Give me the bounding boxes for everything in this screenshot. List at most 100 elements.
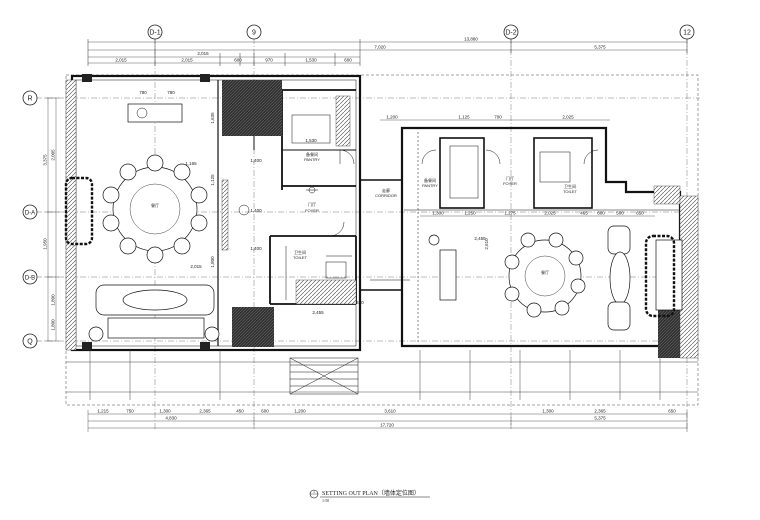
room-label-corridor: CORRIDOR [375, 193, 397, 198]
dim-inner-row-2: 780 [167, 90, 175, 95]
left-wall-hatch [65, 79, 77, 351]
svg-text:1,250: 1,250 [464, 211, 476, 216]
top-dimension-ticks [87, 39, 688, 66]
dim-bottom-section-1: 4,830 [165, 416, 177, 421]
corridor-link [360, 179, 410, 291]
room-label-foyer-1-cn: 门厅 [308, 201, 316, 207]
dim-middle-1: 2,015 [190, 264, 202, 269]
dark-shaft-bottom [232, 307, 274, 347]
svg-text:600: 600 [261, 409, 269, 414]
room-label-pantry-1-cn: 备餐间 [306, 151, 318, 157]
dim-top-subtotal: 2,015 [197, 51, 209, 56]
dim-left-1: 3,375 [43, 154, 48, 166]
svg-text:1,275: 1,275 [504, 211, 516, 216]
svg-text:1,200: 1,200 [294, 409, 306, 414]
right-block-walls [400, 126, 682, 348]
columns [82, 74, 210, 350]
curtain-highlight-left [64, 176, 94, 246]
curtain-highlight-right [644, 234, 676, 318]
dim-top-detail-6: 600 [344, 58, 352, 63]
svg-text:465: 465 [580, 211, 588, 216]
dining-table-2 [504, 232, 586, 318]
grid-bubble-r: R [22, 90, 38, 106]
svg-text:750: 750 [126, 409, 134, 414]
dim-top-section-2: 5,375 [594, 45, 606, 50]
dim-inner-top-3: 700 [494, 115, 502, 120]
svg-text:D-B: D-B [25, 276, 35, 282]
svg-text:650: 650 [636, 211, 644, 216]
caption-scale: 1:50 [322, 498, 329, 503]
room-label-dining-1: 餐厅 [151, 202, 159, 208]
dim-inner-row-3: 1,530 [305, 138, 317, 143]
top-dimension-lines [88, 41, 687, 121]
dim-left-2: 2,005 [51, 149, 56, 161]
left-dimension-lines [45, 97, 59, 342]
caption-title: SETTING OUT PLAN（墙体定位图） [322, 489, 420, 497]
room-label-pantry-1: PANTRY [304, 157, 320, 162]
drawing-caption: 1 SETTING OUT PLAN（墙体定位图） 1:50 [309, 489, 430, 503]
room-label-corridor-cn: 走廊 [382, 187, 390, 193]
dining-table-1 [102, 154, 208, 264]
room-label-toilet-2: TOILET [563, 189, 577, 194]
grid-bubble-d1: D-1 [147, 24, 163, 40]
dim-top-detail-3: 600 [234, 58, 242, 63]
pantry-1-counter [291, 114, 331, 144]
dim-bottom-section-2: 5,375 [594, 416, 606, 421]
entrance-steps [289, 357, 359, 395]
svg-text:1,300: 1,300 [542, 409, 554, 414]
svg-text:12: 12 [683, 30, 691, 37]
svg-text:1,300: 1,300 [159, 409, 171, 414]
bottom-dimension-lines [87, 410, 688, 432]
room-label-pantry-2: PANTRY [422, 183, 438, 188]
room-label-toilet-1: TOILET [293, 255, 307, 260]
svg-text:D-1: D-1 [149, 30, 160, 37]
bottom-detail-dims: 1,215 750 1,300 2,365 450 600 1,200 3,61… [97, 409, 676, 414]
room-label-foyer-2-cn: 门厅 [506, 175, 514, 181]
dim-top-detail-5: 1,530 [305, 58, 317, 63]
sideboard-top [127, 103, 183, 123]
room-label-toilet-1-cn: 卫生间 [294, 249, 306, 255]
svg-text:1,300: 1,300 [432, 211, 444, 216]
dim-mid-v-1: 1,635 [210, 112, 215, 124]
dim-inner-row-4: 1,400 [250, 158, 262, 163]
right-wall-hatch [679, 195, 699, 359]
dim-inner-row-5: 1,165 [185, 161, 197, 166]
svg-text:650: 650 [668, 409, 676, 414]
svg-text:9: 9 [252, 30, 256, 37]
svg-text:500: 500 [616, 211, 624, 216]
dim-top-detail-4: 970 [265, 58, 273, 63]
sofa-lounge-2 [428, 225, 683, 331]
dim-bottom-overall: 17,720 [380, 423, 394, 428]
svg-text:600: 600 [597, 211, 605, 216]
screen-panel [221, 179, 229, 251]
room-label-pantry-2-cn: 备餐间 [424, 177, 436, 183]
toilet-1-wall-hatch [295, 279, 357, 305]
lamp-top [136, 107, 148, 119]
dim-mid-v-2: 2,610 [484, 238, 489, 250]
dim-left-3: 1,950 [43, 238, 48, 250]
svg-text:1,215: 1,215 [97, 409, 109, 414]
dim-top-detail-1: 2,015 [115, 58, 127, 63]
dim-mid-v-4: 1,800 [210, 256, 215, 268]
dim-inner-row-1: 780 [139, 90, 147, 95]
grid-bubble-d2: D-2 [503, 24, 519, 40]
grid-bubble-12: 12 [679, 24, 695, 40]
room-label-dining-2: 餐厅 [541, 269, 549, 275]
grid-bubble-q: Q [22, 333, 38, 349]
svg-text:2,365: 2,365 [199, 409, 211, 414]
dim-left-5: 1,800 [51, 319, 56, 331]
svg-text:R: R [27, 96, 32, 103]
dim-middle-5: 2,455 [312, 310, 324, 315]
window-mullions [89, 350, 661, 400]
grid-bubble-9: 9 [246, 24, 262, 40]
svg-text:2,365: 2,365 [594, 409, 606, 414]
svg-text:Q: Q [27, 339, 33, 346]
right-middle-dims: 1,300 1,250 1,275 2,025 465 600 500 650 [420, 211, 655, 217]
dim-inner-top-1: 1,200 [386, 115, 398, 120]
grid-bubble-da: D-A [22, 204, 38, 220]
svg-text:3,610: 3,610 [384, 409, 396, 414]
dim-inner-top-2: 1,125 [458, 115, 470, 120]
room-label-foyer-2: FOYER [503, 181, 517, 186]
dim-left-4: 1,800 [51, 294, 56, 306]
room-label-toilet-2-cn: 卫生间 [564, 183, 576, 189]
